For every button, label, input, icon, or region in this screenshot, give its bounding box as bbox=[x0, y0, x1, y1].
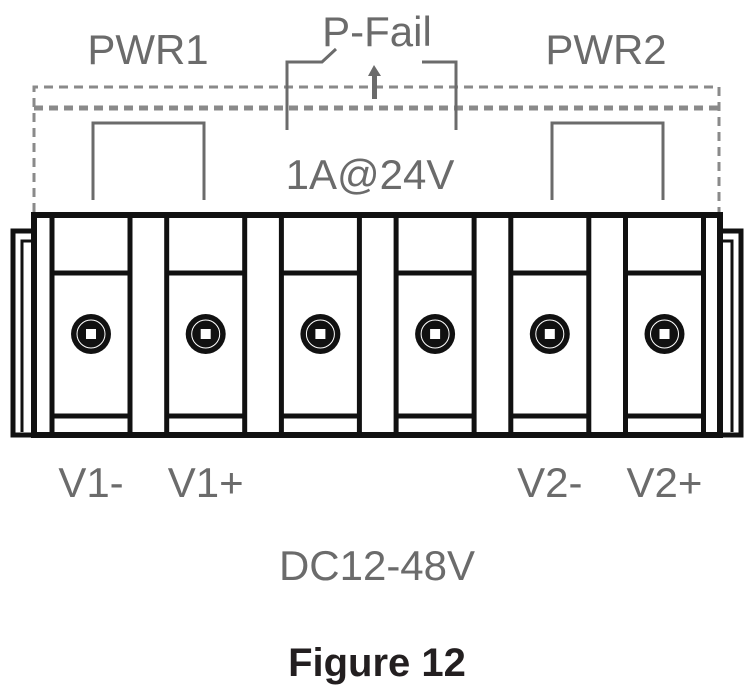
pfail-label: P-Fail bbox=[322, 8, 432, 55]
terminal-label: V2+ bbox=[627, 459, 703, 506]
terminal-1 bbox=[49, 212, 133, 438]
pwr1-label: PWR1 bbox=[87, 26, 208, 73]
screw-icon bbox=[71, 314, 111, 354]
terminal-3 bbox=[278, 212, 362, 438]
terminal-6 bbox=[623, 212, 706, 438]
terminal-2 bbox=[164, 212, 248, 438]
figure-caption: Figure 12 bbox=[288, 641, 466, 685]
pwr2-bracket bbox=[550, 121, 665, 200]
screw-icon bbox=[300, 314, 341, 354]
pwr2-label: PWR2 bbox=[545, 26, 666, 73]
terminal-label: V1+ bbox=[168, 459, 244, 506]
voltage-range-label: DC12-48V bbox=[279, 542, 475, 589]
terminal-5 bbox=[508, 212, 592, 438]
screw-icon bbox=[529, 314, 570, 354]
screw-icon bbox=[644, 314, 685, 354]
arrow-up-icon bbox=[368, 65, 381, 99]
relay-contact-symbol bbox=[285, 47, 458, 130]
terminal-label: V2- bbox=[517, 459, 582, 506]
screw-icon bbox=[185, 314, 226, 354]
terminal-4 bbox=[393, 212, 477, 438]
terminal-label: V1- bbox=[58, 459, 123, 506]
screw-icon bbox=[415, 314, 456, 354]
relay-rating-label: 1A@24V bbox=[286, 151, 455, 198]
pwr1-bracket bbox=[91, 121, 206, 200]
terminal-block bbox=[10, 212, 744, 438]
